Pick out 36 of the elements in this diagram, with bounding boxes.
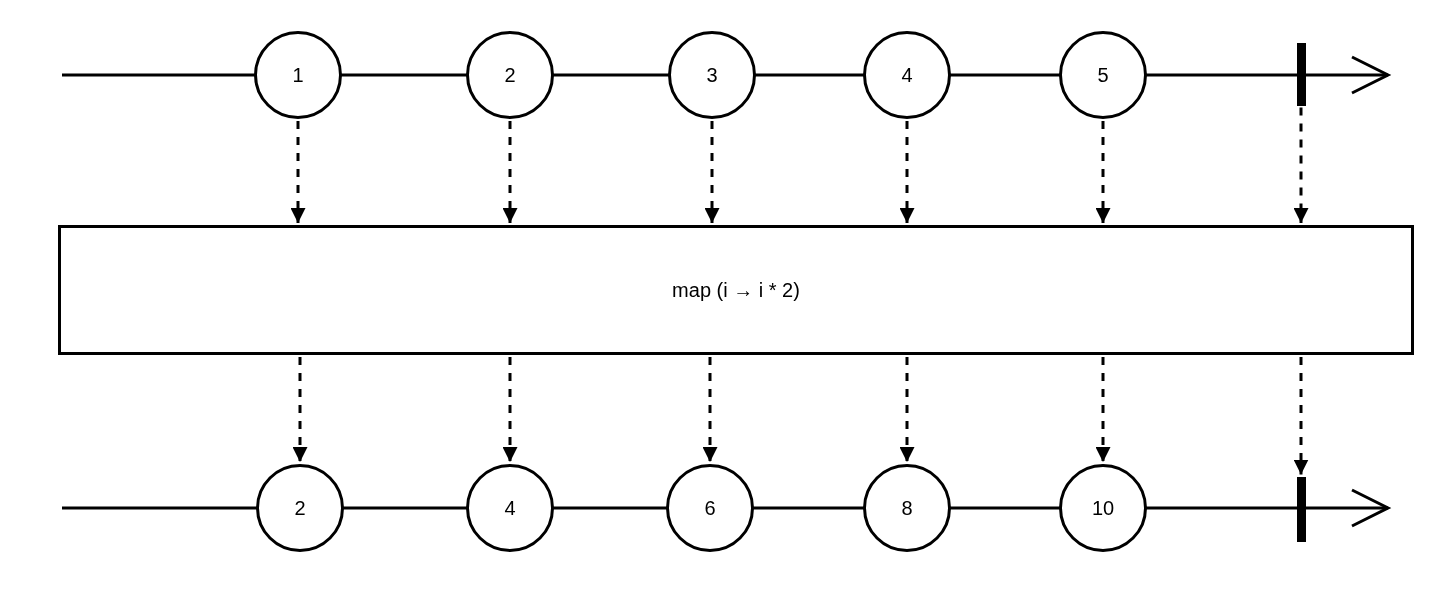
dashed-arrow <box>502 357 518 462</box>
event-marble <box>666 464 754 552</box>
event-value: 10 <box>1091 496 1115 520</box>
event-marble <box>863 31 951 119</box>
event-marble <box>254 31 342 119</box>
event-value: 5 <box>1097 63 1109 87</box>
event-value: 1 <box>292 63 304 87</box>
dashed-arrow <box>502 121 518 223</box>
dashed-arrow <box>292 357 308 462</box>
event-marble <box>1059 31 1147 119</box>
event-value: 6 <box>704 496 716 520</box>
event-marble <box>256 464 344 552</box>
dashed-arrow <box>702 357 718 462</box>
dashed-arrow <box>899 357 915 462</box>
completion-bar <box>1296 476 1306 542</box>
dashed-arrow <box>704 121 720 223</box>
event-value: 2 <box>294 496 306 520</box>
operator-box <box>58 225 1414 355</box>
dashed-arrow <box>899 121 915 223</box>
event-value: 2 <box>504 63 516 87</box>
event-marble <box>466 464 554 552</box>
operator-label: map (i → i * 2) <box>672 278 800 302</box>
dashed-arrow <box>1293 107 1309 223</box>
event-value: 4 <box>901 63 913 87</box>
event-marble <box>1059 464 1147 552</box>
dashed-arrow <box>1293 357 1309 475</box>
event-value: 4 <box>504 496 516 520</box>
event-value: 3 <box>706 63 718 87</box>
event-marble <box>668 31 756 119</box>
completion-bar <box>1296 42 1306 106</box>
dashed-arrow <box>1095 121 1111 223</box>
event-marble <box>466 31 554 119</box>
event-value: 8 <box>901 496 913 520</box>
dashed-arrow <box>290 121 306 223</box>
dashed-arrow <box>1095 357 1111 462</box>
event-marble <box>863 464 951 552</box>
